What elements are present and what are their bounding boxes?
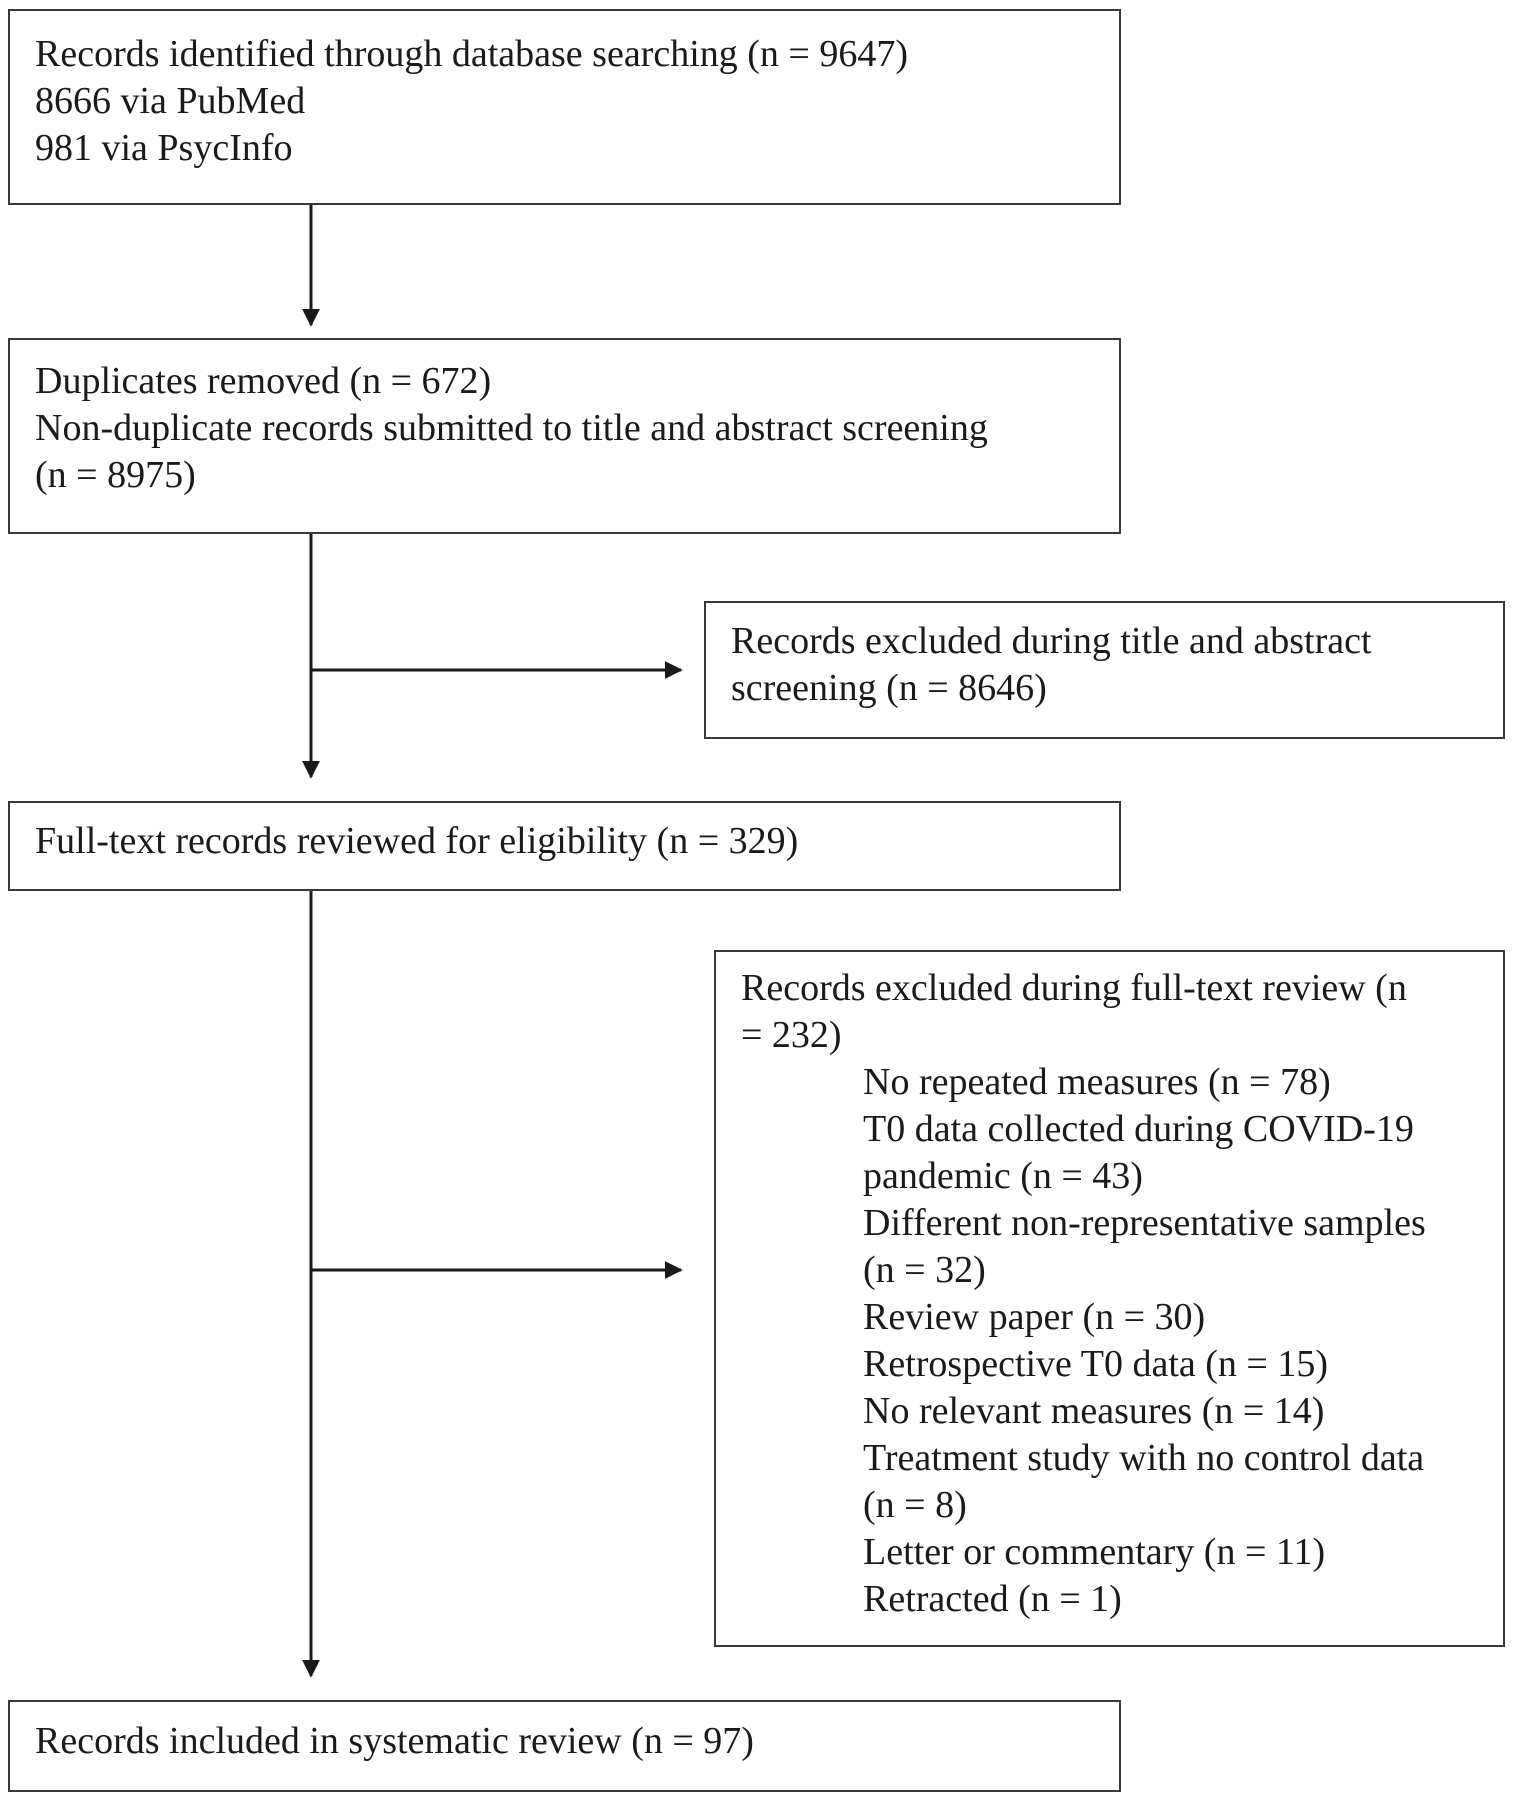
exclusion-reason: Treatment study with no control data <box>863 1437 1425 1479</box>
identification-box: Records identified through database sear… <box>8 9 1121 205</box>
psycinfo-count-text: 981 via PsycInfo <box>35 127 293 169</box>
excluded-fulltext-heading-2: = 232) <box>741 1014 842 1056</box>
exclusion-reason: Retrospective T0 data (n = 15) <box>863 1343 1328 1385</box>
exclusion-reason: (n = 8) <box>863 1484 967 1526</box>
non-duplicate-count-text: (n = 8975) <box>35 454 196 496</box>
excluded-screening-box: Records excluded during title and abstra… <box>704 601 1505 739</box>
excluded-screening-line-1: Records excluded during title and abstra… <box>731 620 1372 662</box>
exclusion-reason: (n = 32) <box>863 1249 986 1291</box>
excluded-screening-line-2: screening (n = 8646) <box>731 667 1047 709</box>
exclusion-reason: pandemic (n = 43) <box>863 1155 1143 1197</box>
duplicates-removed-text: Duplicates removed (n = 672) <box>35 360 492 402</box>
screening-box: Duplicates removed (n = 672) Non-duplica… <box>8 338 1121 534</box>
records-included-text: Records included in systematic review (n… <box>35 1720 754 1762</box>
exclusion-reason: No repeated measures (n = 78) <box>863 1061 1331 1103</box>
exclusion-reason: Review paper (n = 30) <box>863 1296 1206 1338</box>
exclusion-reason: Different non-representative samples <box>863 1202 1426 1244</box>
exclusion-reason: Letter or commentary (n = 11) <box>863 1531 1326 1573</box>
exclusion-reason: Retracted (n = 1) <box>863 1578 1122 1620</box>
non-duplicate-records-text: Non-duplicate records submitted to title… <box>35 407 988 449</box>
pubmed-count-text: 8666 via PubMed <box>35 80 306 122</box>
eligibility-box: Full-text records reviewed for eligibili… <box>8 801 1121 891</box>
excluded-fulltext-heading-1: Records excluded during full-text review… <box>741 967 1407 1009</box>
exclusion-reason: T0 data collected during COVID-19 <box>863 1108 1414 1150</box>
exclusion-reason: No relevant measures (n = 14) <box>863 1390 1325 1432</box>
records-identified-text: Records identified through database sear… <box>35 33 908 75</box>
excluded-fulltext-box: Records excluded during full-text review… <box>714 950 1505 1647</box>
included-box: Records included in systematic review (n… <box>8 1700 1121 1792</box>
full-text-reviewed-text: Full-text records reviewed for eligibili… <box>35 820 799 862</box>
